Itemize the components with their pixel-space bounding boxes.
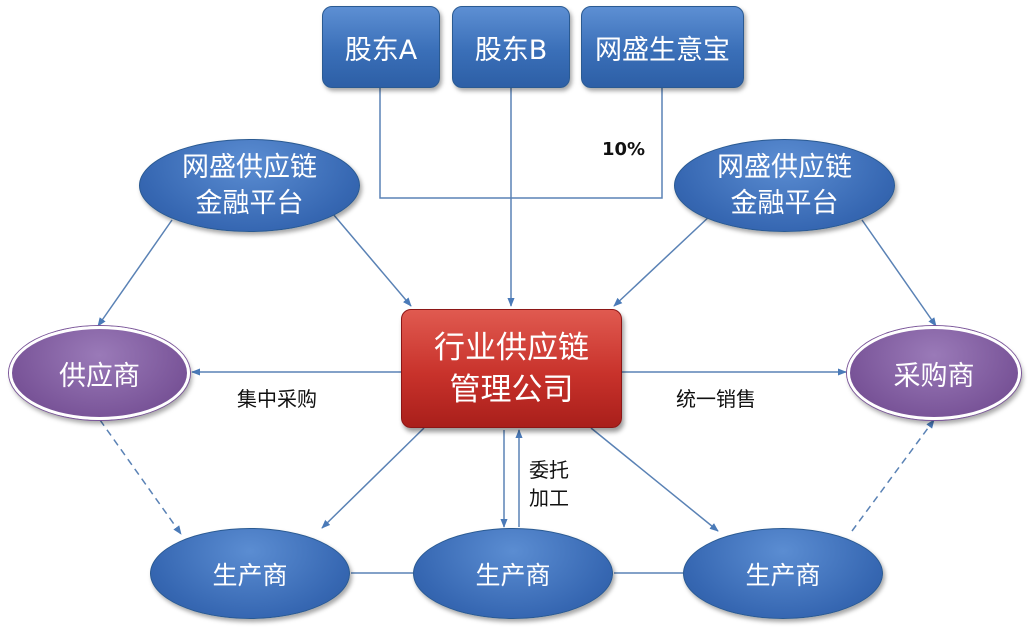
unified-sales-label: 统一销售 bbox=[676, 387, 756, 411]
right-platform-line2: 金融平台 bbox=[730, 187, 839, 219]
entrusted-processing-line1: 委托 bbox=[529, 458, 569, 482]
producer-center-label: 生产商 bbox=[475, 560, 551, 590]
right-platform-to-buyer-arrow bbox=[861, 219, 937, 327]
producer-right-label: 生产商 bbox=[745, 560, 821, 590]
buyer-node[interactable]: 采购商 bbox=[847, 326, 1021, 420]
wangsheng-box[interactable]: 网盛生意宝 bbox=[581, 6, 744, 88]
supply-chain-company[interactable]: 行业供应链 管理公司 bbox=[401, 309, 622, 428]
right-platform-line1: 网盛供应链 bbox=[717, 151, 852, 183]
company-line2: 管理公司 bbox=[449, 371, 574, 408]
entrusted-processing-line2: 加工 bbox=[529, 486, 569, 510]
producer-center[interactable]: 生产商 bbox=[413, 528, 613, 619]
shareholder-a-label: 股东A bbox=[344, 34, 418, 66]
company-line1: 行业供应链 bbox=[434, 329, 589, 366]
shareholder-b-box[interactable]: 股东B bbox=[452, 6, 570, 88]
company-to-left-producer-arrow bbox=[321, 427, 425, 529]
shareholder-a-connector bbox=[379, 88, 663, 199]
company-to-right-producer-arrow bbox=[590, 427, 719, 532]
supplier-node[interactable]: 供应商 bbox=[9, 326, 190, 420]
producer-left-label: 生产商 bbox=[212, 560, 288, 590]
supplier-label: 供应商 bbox=[59, 360, 140, 392]
buyer-label: 采购商 bbox=[893, 360, 975, 392]
left-platform-to-supplier-arrow bbox=[97, 219, 173, 327]
right-platform-to-company-arrow bbox=[613, 213, 713, 307]
right-finance-platform[interactable]: 网盛供应链 金融平台 bbox=[674, 139, 895, 232]
shareholder-b-label: 股东B bbox=[474, 34, 548, 66]
supplier-to-left-producer-dashed-arrow bbox=[99, 419, 182, 535]
shareholder-a-box[interactable]: 股东A bbox=[322, 6, 440, 88]
left-finance-platform[interactable]: 网盛供应链 金融平台 bbox=[139, 139, 360, 232]
centralized-purchasing-label: 集中采购 bbox=[237, 387, 317, 411]
wangsheng-label: 网盛生意宝 bbox=[595, 34, 730, 66]
left-platform-line2: 金融平台 bbox=[195, 187, 304, 219]
right-producer-to-buyer-dashed-arrow bbox=[851, 419, 935, 532]
stake-percentage: 10% bbox=[602, 139, 646, 160]
producer-right[interactable]: 生产商 bbox=[683, 528, 883, 619]
left-platform-to-company-arrow bbox=[332, 213, 412, 307]
entrusted-processing-label: 委托 加工 bbox=[529, 456, 569, 512]
left-platform-line1: 网盛供应链 bbox=[182, 151, 317, 183]
producer-left[interactable]: 生产商 bbox=[150, 528, 350, 619]
